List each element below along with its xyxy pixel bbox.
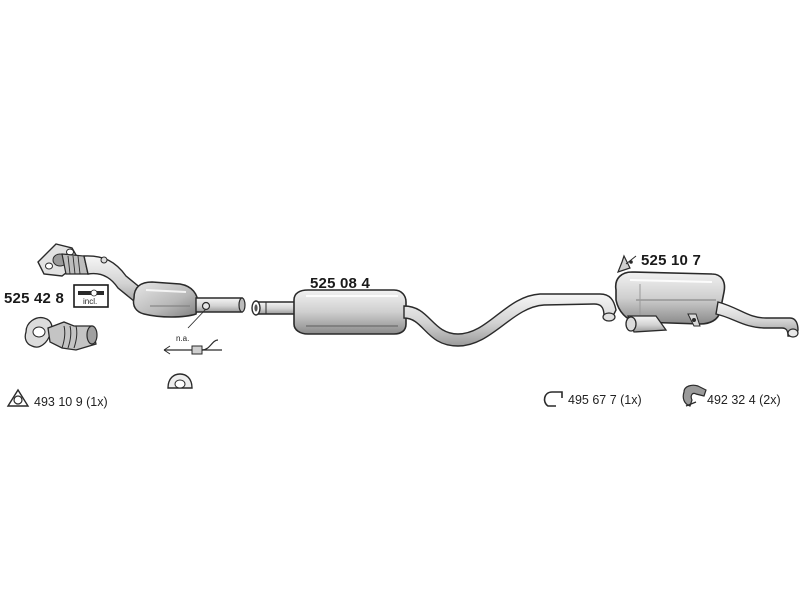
included-gasket-box [73, 284, 109, 308]
rear-silencer-part-number: 525 10 7 [641, 252, 701, 269]
middle-silencer [251, 289, 617, 347]
gasket-ring [167, 373, 193, 389]
front-pipe-part-number: 525 42 8 [4, 290, 64, 307]
incl-label: incl. [83, 297, 98, 306]
front-pipe [37, 243, 149, 308]
rear-silencer [614, 254, 799, 338]
clamp-icon [682, 384, 707, 407]
na-label: n.a. [176, 334, 190, 343]
front-pipe-gasket [24, 316, 98, 351]
accessory-gasket-label: 493 10 9 (1x) [34, 395, 108, 409]
middle-silencer-part-number: 525 08 4 [310, 275, 370, 292]
catalytic-converter [132, 281, 246, 329]
accessory-clamp-label: 492 32 4 (2x) [707, 393, 781, 407]
hanger-clip-icon [543, 391, 563, 407]
gasket-ring-icon [6, 388, 30, 407]
lambda-sensor [163, 339, 222, 355]
accessory-hanger-label: 495 67 7 (1x) [568, 393, 642, 407]
